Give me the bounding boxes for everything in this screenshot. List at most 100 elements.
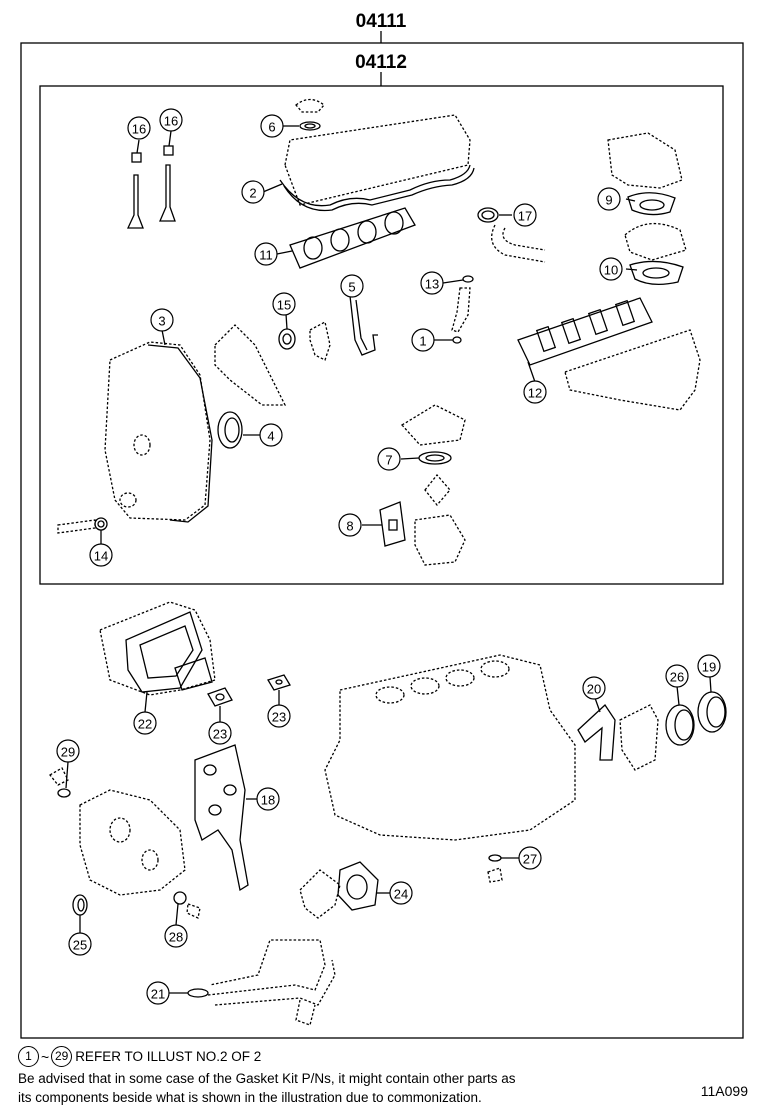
callout-number: 13 xyxy=(425,277,439,292)
callout-circle xyxy=(665,664,689,688)
callout-number: 8 xyxy=(346,519,353,534)
part-callout-21: 21 xyxy=(146,981,170,1005)
callout-number: 22 xyxy=(138,717,152,732)
part-callout-7: 7 xyxy=(377,447,401,471)
exhaust-manifold-gasket-part xyxy=(517,297,701,411)
oil-strainer-tube-part xyxy=(169,939,336,1026)
callout-number: 11 xyxy=(259,248,273,263)
callout-number: 23 xyxy=(213,727,227,742)
oil-pan-gasket-part xyxy=(99,601,216,713)
callout-circle xyxy=(259,423,283,447)
callout-number: 20 xyxy=(587,682,601,697)
callout-circle xyxy=(523,380,547,404)
ref-range-tilde: ~ xyxy=(41,1048,50,1065)
callout-circle xyxy=(89,543,113,567)
callout-number: 29 xyxy=(61,745,75,760)
part-callout-11: 11 xyxy=(254,242,278,266)
cylinder-block-outline xyxy=(324,654,576,841)
part-callout-14: 14 xyxy=(89,543,113,567)
part-callout-26: 26 xyxy=(665,664,689,688)
callout-circle xyxy=(150,308,174,332)
ref-to-callout: 29 xyxy=(51,1046,73,1067)
part-callout-8: 8 xyxy=(338,513,362,537)
callout-number: 7 xyxy=(385,453,392,468)
callout-circle xyxy=(597,187,621,211)
part-callout-4: 4 xyxy=(259,423,283,447)
callout-circle xyxy=(256,787,280,811)
intake-manifold-gasket-part xyxy=(276,207,416,269)
callout-circle xyxy=(159,108,183,132)
part-callout-9: 9 xyxy=(597,187,621,211)
callout-circle xyxy=(582,676,606,700)
callout-circle xyxy=(599,257,623,281)
callout-number: 28 xyxy=(169,930,183,945)
callout-number: 16 xyxy=(164,114,178,129)
bypass-seal-part xyxy=(477,207,546,263)
part-callout-25: 25 xyxy=(68,932,92,956)
callout-circle xyxy=(377,447,401,471)
callout-circle xyxy=(68,932,92,956)
part-callout-12: 12 xyxy=(523,380,547,404)
valve-stem-seal-parts xyxy=(126,130,176,229)
part-callout-13: 13 xyxy=(420,271,444,295)
callout-number: 4 xyxy=(267,429,274,444)
part-callout-1: 1 xyxy=(411,328,435,352)
callout-circle xyxy=(697,654,721,678)
part-callout-17: 17 xyxy=(513,203,537,227)
part-callout-6: 6 xyxy=(260,114,284,138)
part-callout-3: 3 xyxy=(150,308,174,332)
callout-number: 2 xyxy=(249,186,256,201)
callout-circle xyxy=(133,711,157,735)
part-callout-5: 5 xyxy=(340,274,364,298)
callout-number: 14 xyxy=(94,549,108,564)
part-callout-15: 15 xyxy=(272,292,296,316)
oil-seal-part xyxy=(278,313,331,361)
part-callout-2: 2 xyxy=(241,180,265,204)
small-flange-gaskets xyxy=(207,674,291,722)
part-callout-23: 23 xyxy=(267,704,291,728)
callout-circle xyxy=(389,881,413,905)
callout-circle xyxy=(164,924,188,948)
callout-number: 23 xyxy=(272,710,286,725)
callout-circle xyxy=(340,274,364,298)
callout-circle xyxy=(272,292,296,316)
part-callout-27: 27 xyxy=(518,846,542,870)
part-callout-23: 23 xyxy=(208,721,232,745)
callout-number: 9 xyxy=(605,193,612,208)
callout-circle xyxy=(513,203,537,227)
callout-number: 25 xyxy=(73,938,87,953)
callout-number: 26 xyxy=(670,670,684,685)
part-callout-19: 19 xyxy=(697,654,721,678)
callout-circle xyxy=(267,704,291,728)
callout-number: 16 xyxy=(132,122,146,137)
part-callout-22: 22 xyxy=(133,711,157,735)
callout-number: 17 xyxy=(518,209,532,224)
callout-circle xyxy=(420,271,444,295)
bolt-washer-part xyxy=(57,517,108,544)
callout-circle xyxy=(411,328,435,352)
oil-pump-gasket-parts xyxy=(299,854,519,919)
callout-circle xyxy=(518,846,542,870)
illustration-code: 11A099 xyxy=(700,1083,748,1099)
callout-number: 10 xyxy=(604,263,618,278)
callout-circle xyxy=(254,242,278,266)
injector-seal-parts xyxy=(433,275,474,344)
callout-circle xyxy=(146,981,170,1005)
callout-number: 27 xyxy=(523,852,537,867)
kit-code-outer: 04111 xyxy=(356,11,407,32)
rear-seal-parts xyxy=(577,676,727,771)
part-callout-29: 29 xyxy=(56,739,80,763)
advisory-line-2: its components beside what is shown in t… xyxy=(18,1090,482,1105)
part-callout-20: 20 xyxy=(582,676,606,700)
callout-number: 6 xyxy=(268,120,275,135)
callout-number: 12 xyxy=(528,386,542,401)
part-callout-28: 28 xyxy=(164,924,188,948)
water-outlet-gasket-parts xyxy=(607,132,687,286)
callout-number: 18 xyxy=(261,793,275,808)
callout-circle xyxy=(260,114,284,138)
timing-gear-case-parts xyxy=(49,744,257,933)
inner-kit-frame xyxy=(39,85,724,585)
